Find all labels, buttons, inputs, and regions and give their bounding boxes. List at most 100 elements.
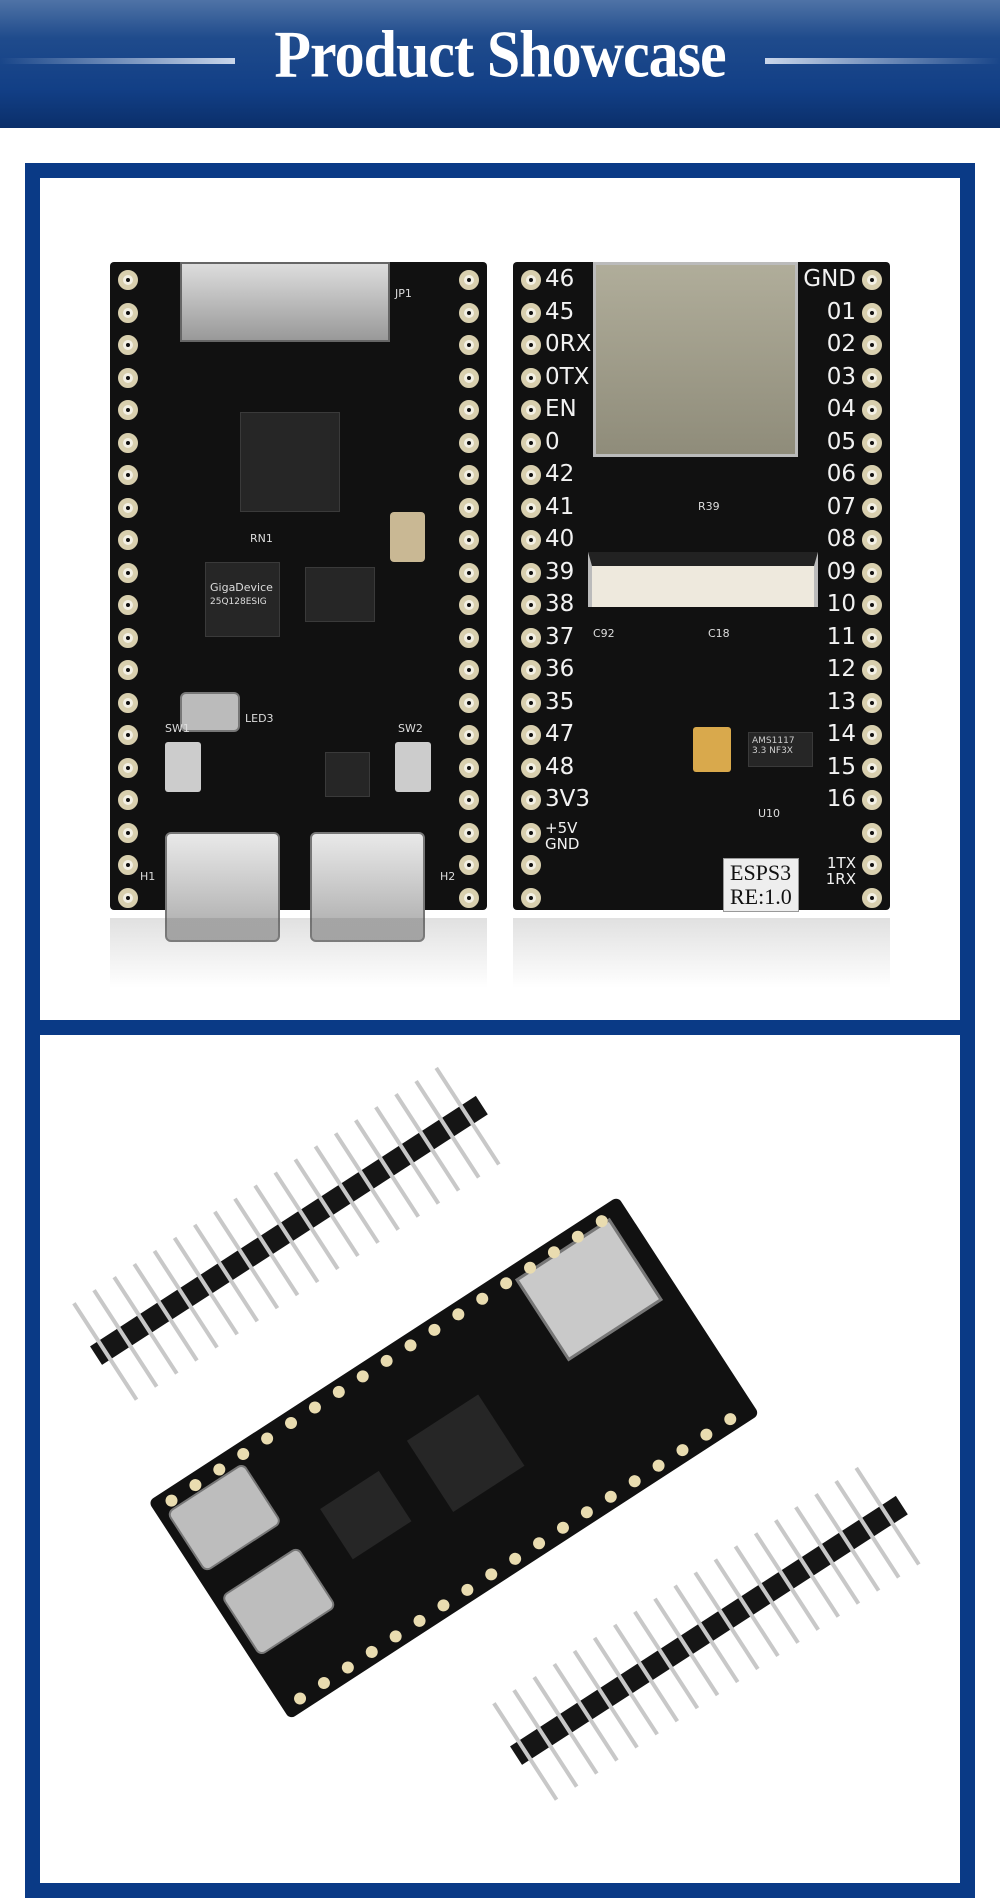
header-pin [512,1689,579,1788]
header-pin [532,1676,599,1775]
header-pin-hole [521,432,541,453]
pin-label: 36 [545,656,575,682]
header-pin [673,1584,740,1684]
pin-label: 39 [545,558,575,585]
header-pin [253,1184,320,1284]
header-pin-hole [118,497,138,518]
pin-label: 01 [826,298,856,325]
back-board-image: R39 C92 C18 AMS1117 3.3 NF3X U10 ESPS3 R… [513,262,890,912]
silk-label: GigaDevice [210,581,273,594]
silk-label: U10 [758,807,781,820]
header-pin-hole [724,1413,737,1426]
pb-board [150,1198,758,1718]
header-pin [492,1702,559,1801]
header-pin [713,1558,780,1657]
header-pin-hole [459,692,479,713]
header-pin-hole [118,660,138,680]
esp32-chip [240,412,340,512]
pin-label: 45 [545,298,575,325]
header-pin-hole [862,855,882,875]
header-pin-hole [317,1676,330,1689]
angled-board-image [72,1066,921,1801]
header-pin-hole [862,692,882,713]
version-label: ESPS3 RE:1.0 [723,858,799,912]
page-title: Product Showcase [274,16,726,91]
header-pin-hole [521,367,541,388]
pin-header-left [72,1066,501,1401]
header-pin-hole [521,465,541,485]
button-sw1[interactable] [165,742,201,792]
header-pin-hole [862,757,882,778]
panel-top-view: GigaDevice 25Q128ESIG SW1 SW2 RN1 LED3 H… [40,178,960,1020]
header-pin-hole [521,400,541,420]
header-pin [774,1519,841,1618]
header-pin-hole [118,562,138,583]
header-pin [374,1106,441,1205]
header-pin-hole [118,465,138,485]
pin-label: 1TX [827,854,856,872]
header-pin-hole [862,432,882,453]
silk-label: SW2 [398,722,423,735]
header-pin-hole [118,335,138,355]
pin-label: EN [545,396,577,422]
header-pin [92,1289,159,1388]
header-pin [653,1597,720,1697]
header-pin [333,1132,400,1231]
header-pin-hole [118,692,138,713]
reflection [110,918,487,988]
header-pin-hole [237,1448,250,1461]
header-pin-hole [500,1277,513,1290]
button-sw2[interactable] [395,742,431,792]
flash-chip: GigaDevice 25Q128ESIG [205,562,280,637]
header-pin-hole [862,725,882,745]
header-pin [814,1493,881,1592]
pin-label: 10 [826,591,856,617]
pin-label: 48 [545,753,575,780]
header-pin-hole [294,1692,307,1705]
header-pin [293,1158,360,1257]
header-pin-hole [404,1339,417,1352]
header-pin [572,1649,639,1749]
showcase-frame: GigaDevice 25Q128ESIG SW1 SW2 RN1 LED3 H… [25,163,975,1898]
header-pin-hole [118,595,138,615]
header-pin-hole [521,562,541,583]
header-pin [233,1197,300,1297]
header-pin-hole [459,400,479,420]
pin-label: 08 [826,526,856,552]
sd-shield [180,692,240,732]
header-pin-hole [452,1308,465,1321]
pin-label: 0RX [545,331,592,357]
pin-label: 12 [826,656,856,682]
header-pin [72,1302,139,1401]
psram-chip [305,567,375,622]
header-pin [794,1506,861,1605]
reflection [513,918,890,988]
header-pin-hole [459,302,479,323]
header-pin-hole [521,270,541,290]
header-pin-hole [118,302,138,323]
pin-label: 13 [826,688,856,715]
header-pin-hole [862,887,882,908]
header-pin-hole [652,1459,665,1472]
silk-label: RN1 [250,532,273,545]
header-pin-hole [556,1521,569,1534]
usb-c-port-1 [165,832,280,942]
header-pin [633,1610,700,1710]
header-pin-hole [459,822,479,843]
header-pin-hole [308,1401,321,1414]
header-pin-hole [595,1215,608,1228]
header-pin-hole [459,757,479,778]
decorative-line-right [765,58,1000,64]
header-pin-hole [332,1385,345,1398]
pin-label: 47 [545,721,575,747]
silk-label: H2 [440,870,456,883]
header-pin-hole [485,1568,498,1581]
silk-label: H1 [140,870,156,883]
header-pin-hole [521,302,541,323]
header-pin-hole [700,1428,713,1441]
header-pin-hole [389,1630,402,1643]
header-pin-hole [118,400,138,420]
header-pin-hole [341,1661,354,1674]
header-pin [414,1079,481,1179]
silk-label: LED3 [245,712,274,725]
